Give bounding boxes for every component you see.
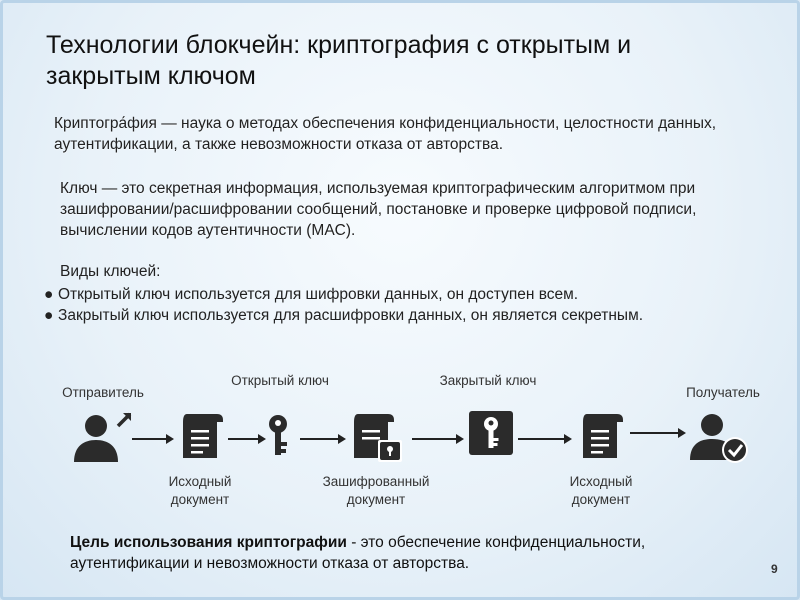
goal-statement: Цель использования криптографии - это об… [70,532,760,574]
list-item: ●Открытый ключ используется для шифровки… [44,284,764,305]
encrypted-document-icon [354,414,402,462]
slide-title: Технологии блокчейн: криптография с откр… [46,31,632,90]
key-types-list: ●Открытый ключ используется для шифровки… [44,284,764,326]
arrow-4 [412,434,464,444]
label-source-document: Исходный документ [168,474,232,507]
page-number: 9 [771,562,778,576]
label-encrypted-document: Зашифрованный документ [322,474,430,507]
arrow-2 [228,434,266,444]
sender-icon [74,412,132,462]
arrow-1 [132,434,174,444]
key-type-private: Закрытый ключ используется для расшифров… [58,307,644,324]
arrow-5 [518,434,572,444]
label-sender: Отправитель [62,385,144,400]
label-result-document: Исходный документ [569,474,633,507]
definition-cryptography: Криптогра́фия — наука о методах обеспече… [54,115,717,153]
label-receiver: Получатель [686,385,760,400]
document-icon [583,414,623,458]
key-icon [269,415,287,455]
key-type-public: Открытый ключ используется для шифровки … [58,286,579,303]
arrow-3 [300,434,346,444]
goal-bold: Цель использования криптографии [70,534,347,551]
document-icon [183,414,223,458]
definition-key: Ключ — это секретная информация, использ… [60,180,697,239]
bullet-icon: ● [44,286,54,303]
label-private-key: Закрытый ключ [439,373,537,388]
goal-rest: - это обеспечение конфиденциальности, ау… [70,534,646,572]
receiver-verified-icon [690,414,748,463]
bullet-icon: ● [44,307,54,324]
key-types-title: Виды ключей: [60,263,161,280]
arrow-6 [630,428,686,438]
list-item: ●Закрытый ключ используется для расшифро… [44,305,764,326]
label-public-key: Открытый ключ [231,373,329,388]
private-key-icon [469,411,513,455]
